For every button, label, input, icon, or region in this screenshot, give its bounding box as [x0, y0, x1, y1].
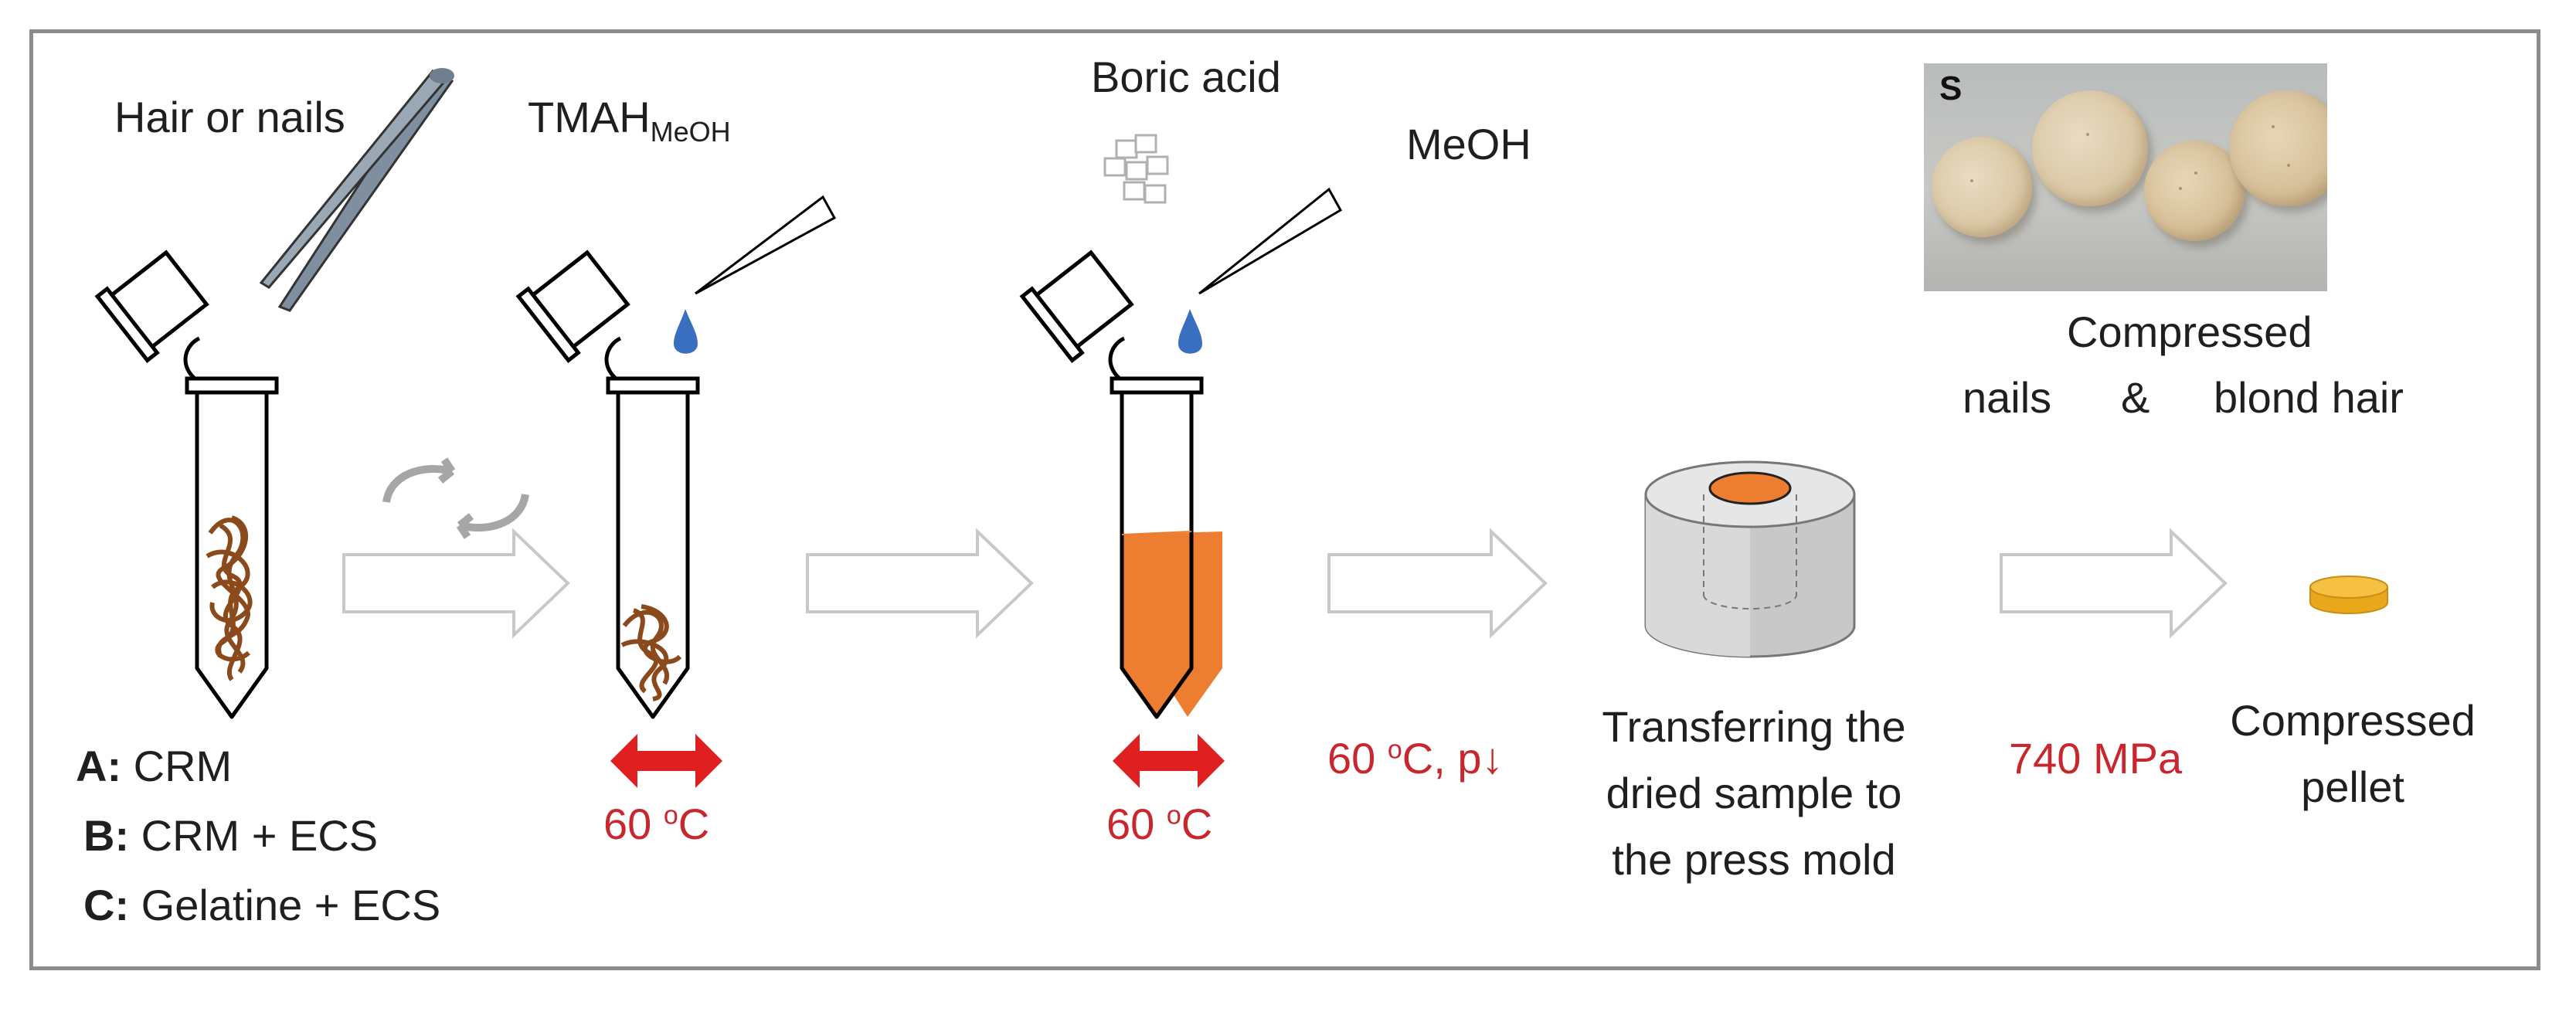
tube-1 — [94, 250, 279, 719]
pipette-icon-1 — [674, 195, 837, 354]
process-arrows — [342, 528, 2228, 639]
tmah-label: TMAHMeOH — [528, 93, 731, 148]
arrow-1 — [342, 528, 570, 639]
pellet-photo: S — [1924, 63, 2327, 291]
transfer-label: Transferring the dried sample to the pre… — [1602, 702, 1906, 884]
heat-arrow-1 — [610, 734, 722, 788]
sample-c: C: Gelatine + ECS — [83, 881, 441, 929]
rotate-icon — [382, 457, 529, 539]
nail-pellet-2 — [2032, 90, 2148, 206]
arrow-2 — [806, 528, 1034, 639]
photo-letter: S — [1939, 70, 1963, 107]
photo-nails-label: nails — [1963, 373, 2052, 422]
drying-condition-label: 60 oC, p↓ — [1327, 734, 1504, 783]
crystals-icon — [1103, 134, 1169, 204]
press-mold-icon — [1644, 460, 1856, 658]
arrow-4 — [2000, 528, 2228, 639]
figure-frame — [29, 29, 2540, 970]
nail-pellet-1 — [1932, 137, 2032, 237]
temperature-label-1: 60 oC — [603, 800, 710, 848]
hair-sample-1 — [206, 515, 253, 681]
pressure-label: 740 MPa — [2009, 734, 2183, 783]
tweezers-icon — [259, 68, 454, 312]
temperature-label-2: 60 oC — [1106, 800, 1213, 848]
tube-1-cap — [94, 250, 209, 363]
pellet-icon — [2309, 576, 2388, 614]
photo-amp-label: & — [2121, 373, 2150, 422]
hair-pellet-2 — [2229, 90, 2327, 206]
sample-a: A: CRM — [76, 742, 233, 790]
tube-3 — [1019, 250, 1222, 719]
sample-b: B: CRM + ECS — [83, 811, 379, 860]
pipette-icon-2 — [1178, 187, 1343, 354]
pellet-label: Compressed pellet — [2230, 696, 2476, 811]
hair-or-nails-label: Hair or nails — [114, 93, 345, 141]
arrow-3 — [1327, 528, 1548, 639]
hair-sample-2 — [620, 604, 682, 701]
hair-pellet-1 — [2144, 141, 2245, 241]
tube-2 — [515, 250, 700, 719]
heat-arrow-2 — [1113, 734, 1225, 788]
photo-caption: Compressed — [2067, 307, 2313, 356]
meoh-label: MeOH — [1406, 120, 1531, 168]
boric-acid-label: Boric acid — [1091, 53, 1281, 101]
photo-blond-hair-label: blond hair — [2214, 373, 2404, 422]
